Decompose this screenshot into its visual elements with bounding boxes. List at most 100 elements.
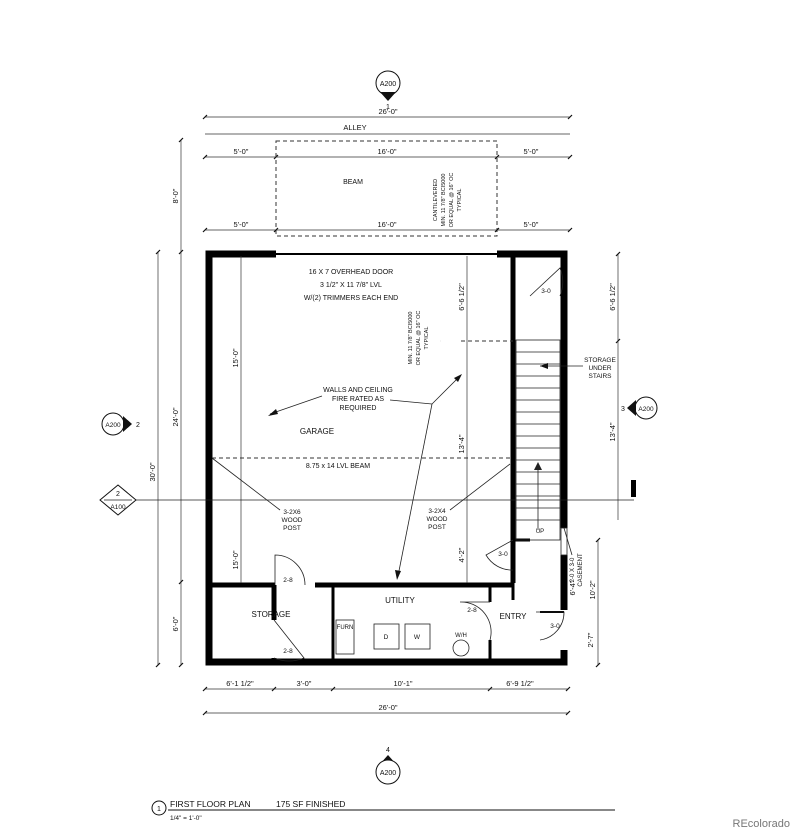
casement-note: 2-0 X 3-0 CASEMENT (570, 553, 584, 587)
door-stair-top[interactable]: 3-0 (529, 267, 564, 297)
cantilever-note: CANTILEVERED MIN. 11 7/8" BCI5000 OR EQU… (433, 173, 463, 228)
svg-text:3-2X4: 3-2X4 (428, 508, 446, 515)
svg-text:A200: A200 (105, 422, 121, 429)
storage-under-stairs-note: STORAGE UNDER STAIRS (540, 357, 616, 380)
door-storage-bottom[interactable]: 2-8 (273, 619, 305, 662)
dim-beam-right: 5'-0" (524, 220, 539, 229)
dim-garage-15a: 15'-0" (231, 348, 240, 367)
section-marker-left[interactable]: A200 2 (101, 412, 140, 436)
door-entry-lower[interactable]: 3-0 (536, 611, 565, 641)
svg-text:CANTILEVERED: CANTILEVERED (433, 179, 439, 221)
exterior-walls (205, 250, 568, 666)
svg-text:3-2X6: 3-2X6 (283, 509, 301, 516)
dim-bot-overall: 26'-0" (378, 703, 397, 712)
svg-text:UNDER: UNDER (588, 365, 611, 372)
beam-label: BEAM (343, 179, 363, 186)
alley-label: ALLEY (343, 123, 366, 132)
svg-text:WOOD: WOOD (427, 516, 448, 523)
svg-text:W/(2) TRIMMERS EACH END: W/(2) TRIMMERS EACH END (304, 295, 398, 302)
dim-right-661: 6'-6 1/2" (608, 283, 617, 311)
dim-right-27: 2'-7" (586, 632, 595, 647)
room-entry: ENTRY (500, 612, 528, 621)
dim-top-right: 5'-0" (524, 147, 539, 156)
svg-text:OR EQUAL @ 16" OC: OR EQUAL @ 16" OC (416, 311, 422, 366)
wood-post-left-note: 3-2X6 WOOD POST (211, 457, 303, 532)
dim-left-30: 30'-0" (148, 462, 157, 481)
dim-left-24: 24'-0" (171, 407, 180, 426)
dim-top-left: 5'-0" (234, 147, 249, 156)
svg-text:REQUIRED: REQUIRED (340, 405, 377, 412)
svg-text:1/4" = 1'-0": 1/4" = 1'-0" (170, 815, 202, 822)
marker-number: 1 (386, 104, 390, 111)
svg-text:CASEMENT: CASEMENT (578, 553, 584, 587)
joist-note: MIN. 11 7/8" BCI5000 OR EQUAL @ 16" OC T… (408, 311, 430, 366)
dryer: D (373, 623, 400, 650)
dim-bot-2: 3'-0" (297, 679, 312, 688)
marker-sheet-label: A200 (380, 81, 396, 88)
section-marker-top[interactable]: A200 1 (375, 70, 401, 111)
washer: W (404, 623, 431, 650)
svg-text:OR EQUAL @ 16" OC: OR EQUAL @ 16" OC (449, 173, 455, 228)
svg-text:A200: A200 (638, 406, 654, 413)
svg-text:TYPICAL: TYPICAL (424, 327, 430, 350)
door-label: 2-8 (283, 577, 293, 584)
room-garage: GARAGE (300, 427, 334, 436)
stairs-up-label: UP (536, 529, 544, 535)
svg-text:1: 1 (157, 806, 161, 813)
dim-right-64: 6'-4" (568, 580, 577, 595)
svg-text:A200: A200 (380, 770, 396, 777)
svg-text:16 X 7 OVERHEAD DOOR: 16 X 7 OVERHEAD DOOR (309, 269, 393, 276)
svg-text:STORAGE: STORAGE (584, 357, 616, 364)
svg-text:W: W (414, 634, 421, 641)
section-marker-right[interactable]: A200 3 (621, 396, 658, 420)
dim-mid-661: 6'-6 1/2" (457, 283, 466, 311)
dim-left-6: 6'-0" (171, 616, 180, 631)
svg-text:MIN. 11 7/8" BCI5000: MIN. 11 7/8" BCI5000 (408, 312, 414, 365)
room-utility: UTILITY (385, 596, 415, 605)
door-utility[interactable]: 2-8 (459, 601, 492, 641)
svg-text:TYPICAL: TYPICAL (457, 189, 463, 212)
svg-text:W/H: W/H (455, 633, 467, 639)
dim-mid-134: 13'-4" (457, 434, 466, 453)
dim-bot-3: 10'-1" (393, 679, 412, 688)
dim-bot-4: 6'-9 1/2" (506, 679, 534, 688)
stairs: UP (515, 339, 561, 541)
overhead-door-note: 16 X 7 OVERHEAD DOOR 3 1/2" X 11 7/8" LV… (304, 269, 398, 302)
lvl-beam-label: 8.75 x 14 LVL BEAM (306, 463, 370, 470)
dim-garage-15b: 15'-0" (231, 550, 240, 569)
furnace: FURN (335, 619, 355, 655)
watermark-logo: REcolorado (733, 818, 790, 830)
water-heater: W/H (452, 633, 470, 657)
svg-text:FIRE RATED AS: FIRE RATED AS (332, 396, 384, 403)
fire-rated-note: WALLS AND CEILING FIRE RATED AS REQUIRED (268, 374, 462, 580)
svg-text:2: 2 (136, 422, 140, 429)
svg-text:STAIRS: STAIRS (589, 373, 613, 380)
svg-text:3: 3 (621, 406, 625, 413)
svg-text:FURN: FURN (337, 625, 354, 631)
dim-beam-left: 5'-0" (234, 220, 249, 229)
dim-beam-mid: 16'-0" (377, 220, 396, 229)
door-storage-top[interactable]: 2-8 (274, 554, 306, 586)
dim-right-102: 10'-2" (588, 580, 597, 599)
room-storage: STORAGE (252, 610, 291, 619)
svg-text:2-0 X 3-0: 2-0 X 3-0 (570, 557, 576, 582)
svg-text:175 SF FINISHED: 175 SF FINISHED (276, 799, 345, 809)
elevation-marker[interactable]: 2 A100 (99, 484, 137, 516)
dim-right-134: 13'-4" (608, 422, 617, 441)
dim-bot-1: 6'-1 1/2" (226, 679, 254, 688)
svg-text:A100: A100 (110, 504, 126, 511)
section-marker-bottom[interactable]: 4 A200 (375, 747, 401, 785)
svg-text:D: D (384, 634, 389, 641)
door-label: 2-8 (283, 648, 293, 655)
drawing-title: 1 FIRST FLOOR PLAN 175 SF FINISHED 1/4" … (151, 799, 615, 822)
svg-text:4: 4 (386, 747, 390, 754)
svg-text:FIRST FLOOR PLAN: FIRST FLOOR PLAN (170, 799, 251, 809)
svg-text:WALLS AND CEILING: WALLS AND CEILING (323, 387, 393, 394)
door-entry-upper[interactable]: 3-0 (485, 539, 514, 571)
casement-window (560, 527, 573, 556)
svg-text:POST: POST (283, 525, 301, 532)
dim-top-overall: 26'-0" (378, 107, 397, 116)
dim-left-8: 8'-0" (171, 188, 180, 203)
dim-top-mid: 16'-0" (377, 147, 396, 156)
